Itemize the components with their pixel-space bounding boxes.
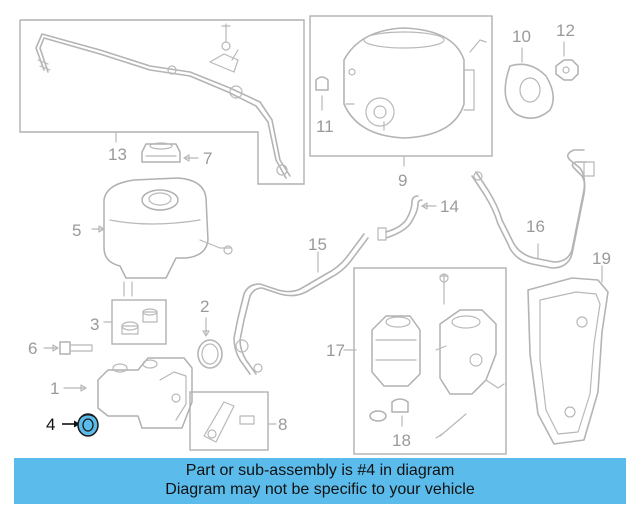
callout-16: 16 — [526, 217, 545, 236]
callout-19: 19 — [592, 249, 611, 268]
info-banner: Part or sub-assembly is #4 in diagram Di… — [14, 458, 626, 504]
part-9-brake-booster — [309, 15, 493, 167]
callout-18: 18 — [392, 431, 411, 450]
part-7-reservoir-cap — [141, 142, 199, 163]
callout-10: 10 — [512, 27, 531, 46]
part-11-grommet — [315, 76, 329, 111]
part-3-seals — [103, 299, 167, 345]
callout-5: 5 — [72, 221, 81, 240]
part-13-brake-line-group — [19, 19, 305, 185]
part-17-abs-unit — [343, 267, 507, 455]
callout-9: 9 — [398, 171, 407, 190]
callout-17: 17 — [326, 341, 345, 360]
part-5-fluid-reservoir — [91, 177, 233, 297]
callout-14: 14 — [440, 197, 459, 216]
part-10-gasket — [504, 47, 554, 119]
part-18-grommets — [369, 398, 409, 427]
part-16-brake-line — [471, 149, 595, 269]
part-12-nut — [555, 41, 579, 81]
banner-line-1: Part or sub-assembly is #4 in diagram — [185, 462, 455, 479]
callout-2: 2 — [200, 297, 209, 316]
callout-4: 4 — [46, 415, 55, 434]
part-6-bolt — [43, 341, 93, 355]
part-15-brake-line — [233, 233, 369, 375]
callout-12: 12 — [556, 21, 575, 40]
part-8-bracket — [189, 391, 277, 451]
callout-8: 8 — [278, 415, 287, 434]
callout-6: 6 — [28, 339, 37, 358]
part-19-shield — [527, 265, 609, 445]
callout-13: 13 — [108, 145, 127, 164]
callout-7: 7 — [203, 149, 212, 168]
part-14-vacuum-hose — [377, 195, 437, 241]
callout-3: 3 — [90, 315, 99, 334]
banner-line-2: Diagram may not be specific to your vehi… — [165, 481, 475, 498]
part-1-master-cylinder — [63, 357, 193, 429]
brake-system-diagram: 13 7 5 3 6 — [19, 15, 611, 455]
part-4-highlighted-seal — [62, 413, 99, 437]
part-2-o-ring — [197, 317, 223, 369]
callout-15: 15 — [308, 235, 327, 254]
callout-11: 11 — [316, 117, 334, 136]
callout-1: 1 — [50, 379, 59, 398]
